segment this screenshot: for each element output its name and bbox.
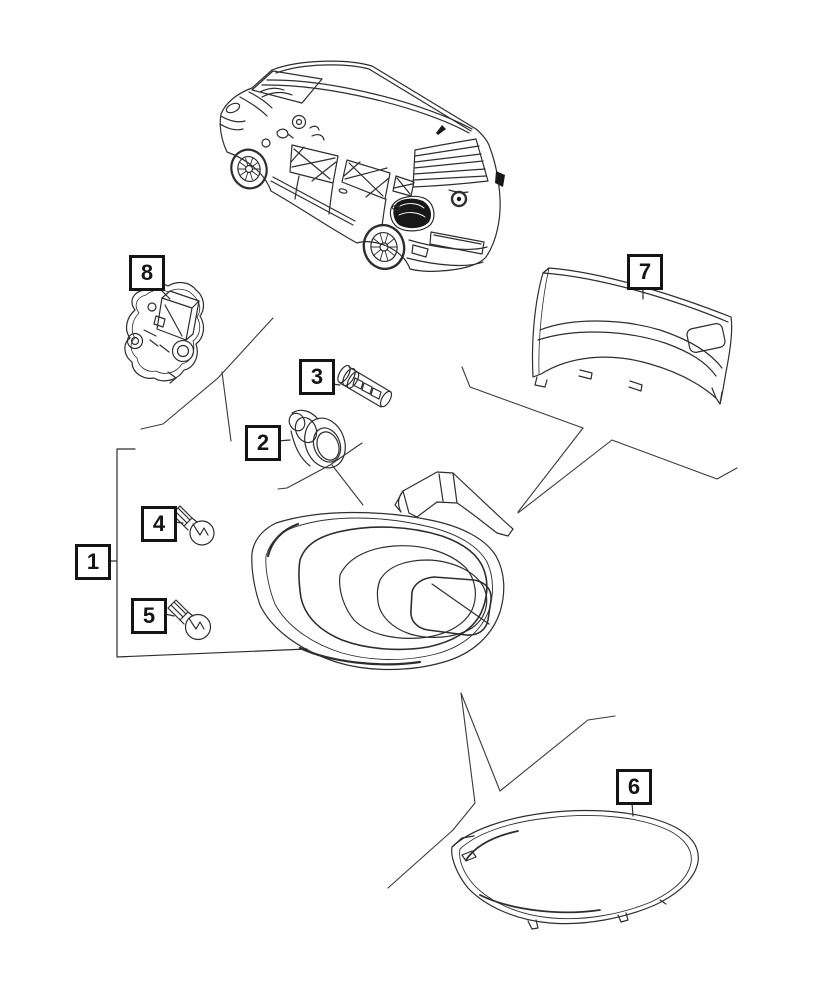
callout-2[interactable]: 2 — [245, 425, 281, 461]
part-8-bulb-holder-illustration — [124, 281, 205, 384]
leader-lines — [140, 317, 738, 889]
vehicle-illustration — [219, 60, 505, 272]
part-2-socket-illustration — [288, 409, 346, 469]
front-wheel — [230, 148, 268, 190]
part-4-bulb-illustration — [171, 505, 215, 546]
part-1-tail-lamp-illustration — [251, 471, 514, 671]
callout-1[interactable]: 1 — [75, 544, 111, 580]
callout-connectors — [157, 286, 644, 817]
part-6-gasket-illustration — [451, 809, 699, 930]
callout-7[interactable]: 7 — [627, 254, 663, 290]
callout-6[interactable]: 6 — [616, 769, 652, 805]
callout-4[interactable]: 4 — [141, 506, 177, 542]
callout-3[interactable]: 3 — [299, 359, 335, 395]
part-7-bezel-illustration — [531, 267, 733, 405]
part-5-bulb-illustration — [167, 599, 212, 641]
callout-5[interactable]: 5 — [131, 598, 167, 634]
part-3-bulb-illustration — [337, 364, 393, 408]
callout-8[interactable]: 8 — [129, 255, 165, 291]
rear-wheel — [362, 223, 406, 271]
